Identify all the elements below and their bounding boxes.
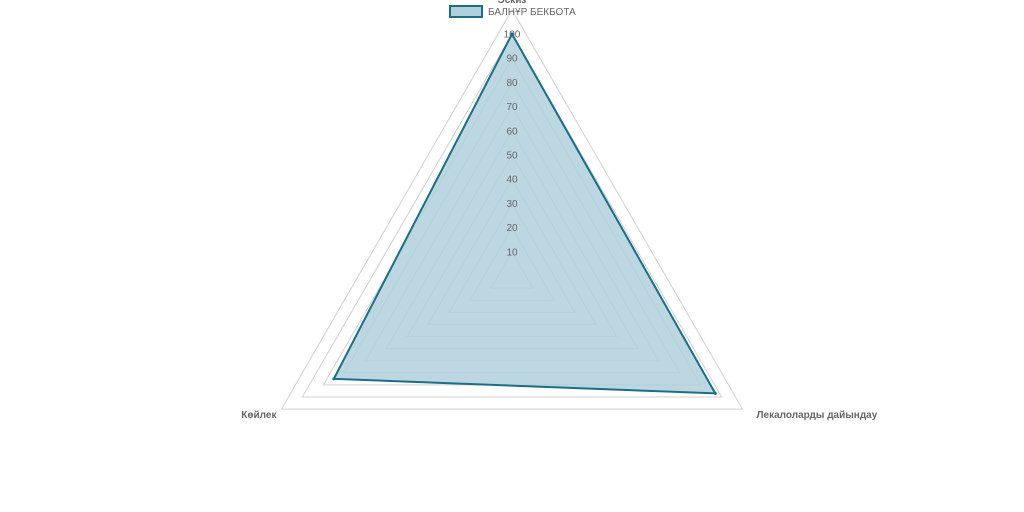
series-polygon-0[interactable] [332,31,718,395]
tick-label-60: 60 [506,126,518,137]
grid-ring-110 [280,8,744,410]
axis-label-2: Көйлек [241,410,277,421]
tick-label-40: 40 [506,175,518,186]
axis-label-1: Лекалоларды дайындау [757,410,878,421]
grid-ring-100 [301,33,723,398]
legend[interactable]: БАЛНҰР БЕКБОТА [449,5,576,18]
series-point-2[interactable] [332,377,336,381]
tick-label-50: 50 [506,151,518,162]
tick-label-30: 30 [506,199,518,210]
axis-label-0: Эскиз [498,0,527,6]
tick-label-100: 100 [504,30,521,41]
tick-label-70: 70 [506,102,518,113]
series-point-0[interactable] [510,32,514,36]
tick-label-80: 80 [506,78,518,89]
tick-label-10: 10 [506,247,518,258]
legend-label[interactable]: БАЛНҰР БЕКБОТА [488,7,576,18]
radar-series [332,31,718,395]
radial-ticks: 10 20 30 40 50 60 70 80 90 100 [504,30,521,259]
tick-label-90: 90 [506,54,518,65]
tick-label-20: 20 [506,223,518,234]
legend-swatch[interactable] [449,5,483,18]
series-point-1[interactable] [713,391,717,395]
